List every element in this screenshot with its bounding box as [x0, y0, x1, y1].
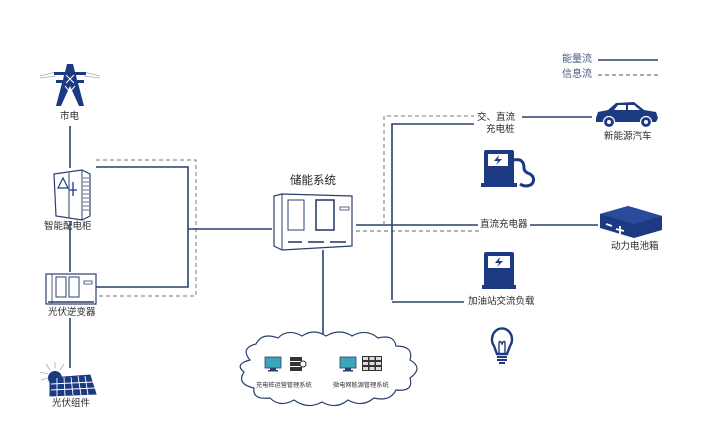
battery-box-icon [600, 206, 662, 238]
cloud-shape [239, 331, 418, 407]
battery-box-label: 动力电池箱 [611, 241, 659, 252]
charging-station-icon [481, 150, 536, 188]
pv-inverter-label: 光伏逆变器 [48, 307, 96, 318]
dc-charger-label: 直流充电器 [478, 219, 530, 230]
ev-label: 新能源汽车 [604, 131, 652, 142]
smart-cabinet-label: 智能配电柜 [44, 221, 92, 232]
ac-dc-charger-label-line1: 交、直流 [475, 112, 518, 123]
pv-inverter-icon [45, 273, 97, 305]
electric-car-icon [596, 102, 658, 129]
distribution-cabinet-icon [53, 169, 91, 221]
legend-energy-flow-label: 能量流 [562, 54, 592, 65]
line-right-energy-top [391, 123, 474, 300]
charging-terminal-icon [482, 252, 516, 289]
storage-system-label: 储能系统 [290, 173, 336, 187]
line-right-info-branch [383, 115, 474, 225]
transmission-tower-icon [39, 64, 101, 106]
pv-module-label: 光伏组件 [52, 398, 91, 409]
ac-dc-charger-label-line2: 充电桩 [486, 124, 515, 135]
storage-cabinet-icon [273, 193, 353, 251]
monitor-icon [264, 356, 282, 372]
line-left-info-bracket [96, 159, 197, 297]
light-bulb-icon [490, 327, 514, 364]
grid-label: 市电 [60, 111, 80, 122]
legend-info-flow-label: 信息流 [562, 69, 592, 80]
server-icon [290, 357, 307, 371]
solar-panel-icon [39, 362, 97, 397]
charging-ops-system-label: 充电桩运营管理系统 [256, 382, 312, 389]
monitor-icon [339, 356, 357, 372]
line-left-energy-bracket [96, 166, 189, 288]
server-rack-icon [362, 356, 382, 371]
gas-station-load-label: 加油站交流负载 [466, 296, 537, 307]
microgrid-ems-label: 微电网能源管理系统 [333, 382, 389, 389]
